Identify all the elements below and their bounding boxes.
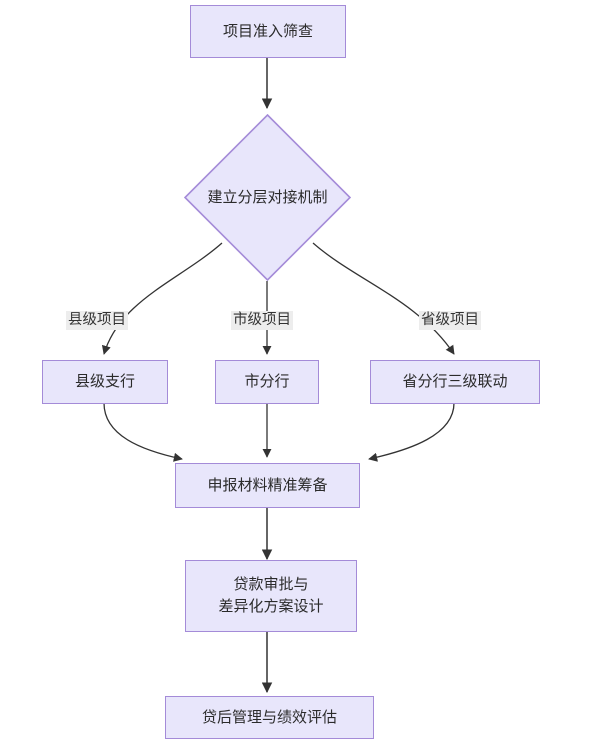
edge-label-province: 省级项目 bbox=[419, 311, 481, 331]
edge-mechanism-to-province bbox=[312, 242, 455, 355]
edge-label-text: 市级项目 bbox=[233, 312, 291, 328]
node-project-screening[interactable]: 项目准入筛查 bbox=[190, 5, 346, 58]
node-label: 省分行三级联动 bbox=[402, 373, 508, 391]
node-province-branch-three-level[interactable]: 省分行三级联动 bbox=[370, 360, 540, 404]
node-loan-approval-design[interactable]: 贷款审批与 差异化方案设计 bbox=[185, 560, 357, 632]
edge-province-to-materials bbox=[368, 402, 455, 462]
node-label: 申报材料精准筹备 bbox=[207, 476, 328, 494]
node-label: 建立分层对接机制 bbox=[207, 188, 328, 206]
edge-label-text: 省级项目 bbox=[421, 312, 479, 328]
node-tiered-docking-mechanism[interactable]: 建立分层对接机制 bbox=[184, 114, 351, 281]
node-postloan-management[interactable]: 贷后管理与绩效评估 bbox=[165, 696, 374, 739]
node-county-subbranch[interactable]: 县级支行 bbox=[42, 360, 168, 404]
node-label: 县级支行 bbox=[74, 373, 135, 391]
diamond-shape bbox=[184, 114, 351, 281]
node-label: 项目准入筛查 bbox=[222, 22, 313, 40]
node-label: 贷款审批与 差异化方案设计 bbox=[218, 576, 324, 615]
node-application-materials[interactable]: 申报材料精准筹备 bbox=[175, 463, 360, 508]
edge-mechanism-to-county bbox=[101, 242, 223, 355]
node-label: 贷后管理与绩效评估 bbox=[201, 708, 337, 726]
edge-county-to-materials bbox=[103, 402, 183, 462]
edge-label-city: 市级项目 bbox=[231, 311, 293, 331]
node-label: 市分行 bbox=[244, 373, 290, 391]
edge-label-text: 县级项目 bbox=[68, 312, 126, 328]
edge-label-county: 县级项目 bbox=[66, 311, 128, 331]
node-city-branch[interactable]: 市分行 bbox=[215, 360, 319, 404]
